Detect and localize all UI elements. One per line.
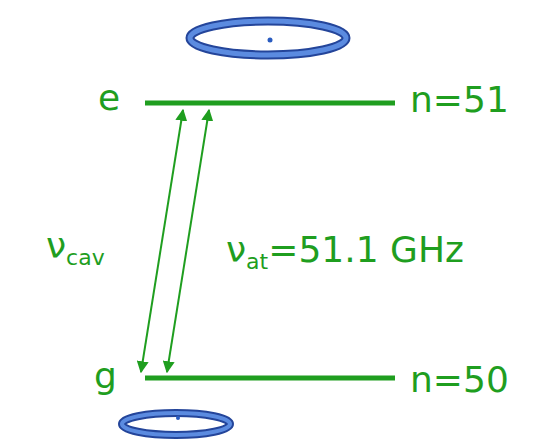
label-text: n=51	[410, 79, 509, 120]
orbit-ring-highlight	[122, 413, 230, 435]
label-text: e	[98, 77, 120, 118]
label-text: =51.1 GHz	[268, 229, 464, 270]
subscript-text: at	[246, 249, 268, 274]
label-text: g	[94, 355, 117, 396]
orbit-ring	[190, 21, 346, 55]
quantum-number: n=51	[410, 80, 509, 120]
orbit-ring-highlight	[190, 21, 346, 55]
energy-level-line	[145, 101, 395, 106]
orbit-ring	[122, 413, 230, 435]
frequency-label: νcav	[46, 226, 105, 271]
label-text: n=50	[410, 359, 509, 400]
label-text: ν	[226, 229, 246, 270]
transition-arrow	[141, 110, 183, 372]
level-letter: e	[98, 78, 120, 118]
nucleus-dot	[268, 38, 273, 43]
label-text: ν	[46, 225, 66, 266]
frequency-label: νat=51.1 GHz	[226, 230, 464, 275]
energy-level-line	[145, 376, 395, 381]
transition-arrow	[167, 110, 209, 372]
nucleus-dot	[176, 416, 180, 420]
subscript-text: cav	[66, 245, 105, 270]
quantum-number: n=50	[410, 360, 509, 400]
level-letter: g	[94, 356, 117, 396]
